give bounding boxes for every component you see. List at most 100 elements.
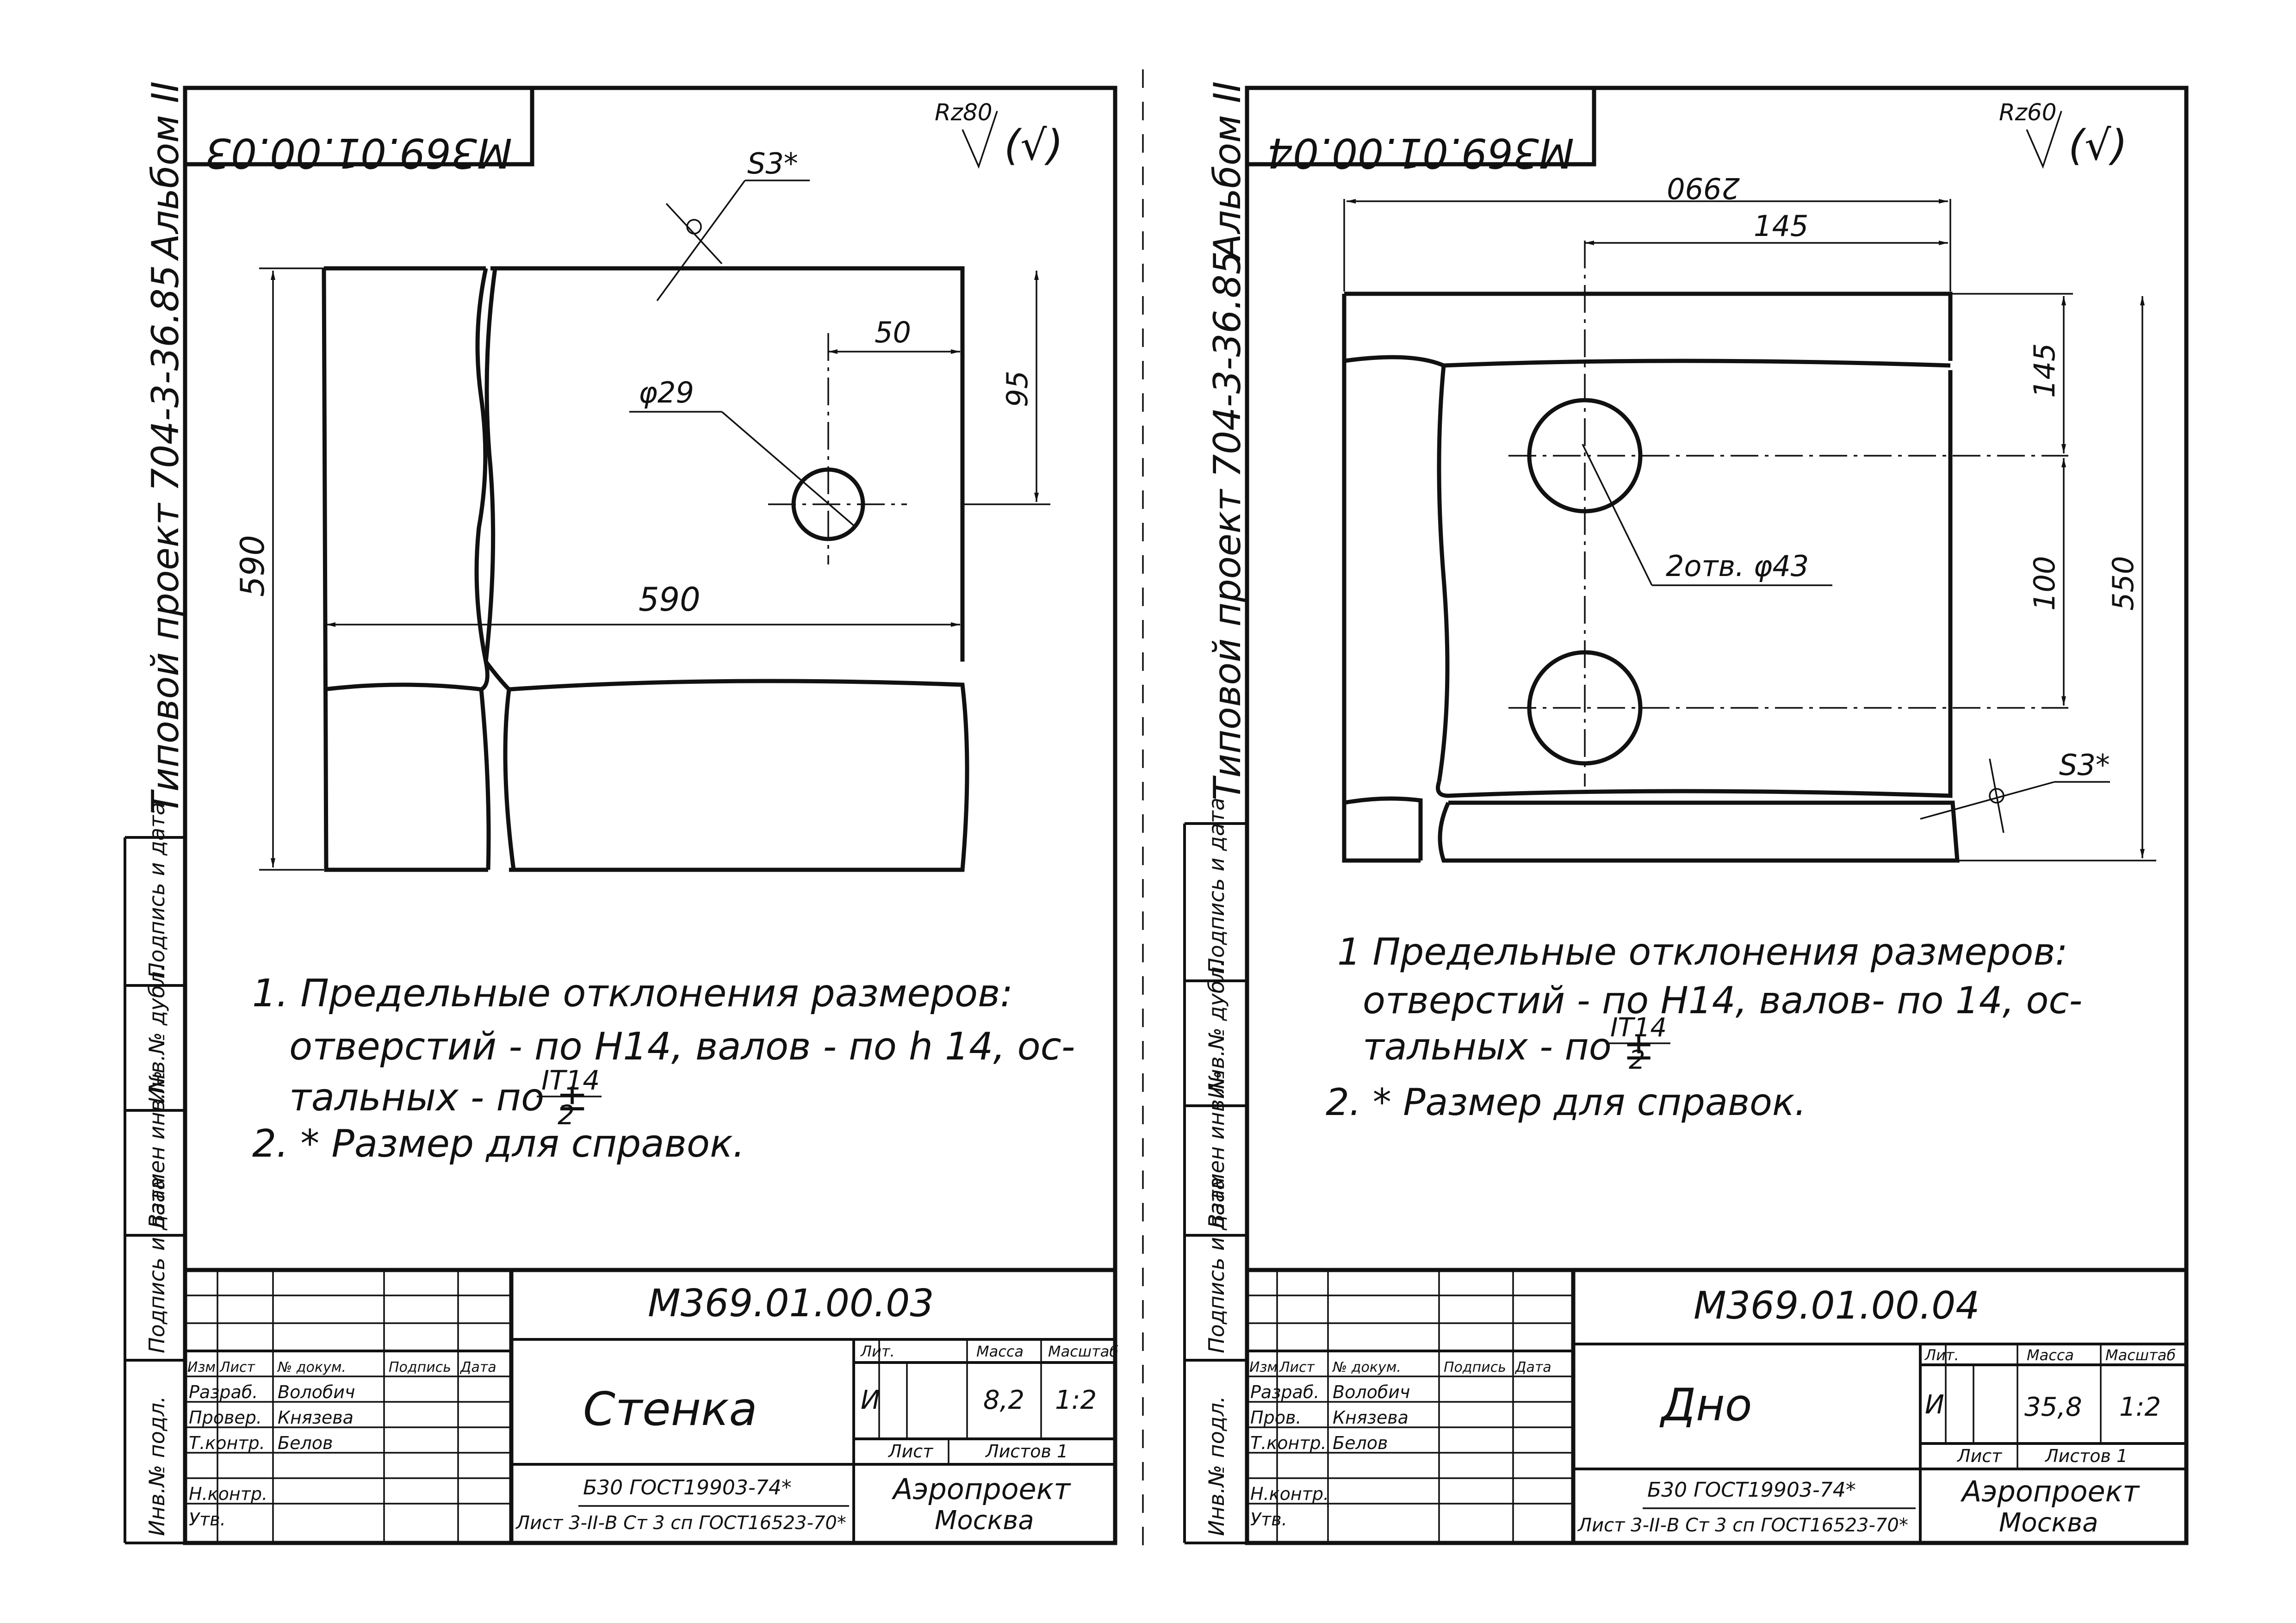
left-dim-s3: S3* [747, 147, 798, 180]
left-dim-height: 590 [234, 535, 272, 597]
left-note-1: 1. Предельные отклонения размеров: [252, 972, 1013, 1016]
left-tb-code: М369.01.00.03 [648, 1282, 934, 1326]
right-dim-145-side: 145 [2028, 343, 2061, 398]
left-note-frac-num: IT14 [541, 1065, 600, 1096]
left-tb-h2: Лист [219, 1359, 256, 1375]
right-tb-h1: Изм [1249, 1359, 1278, 1375]
right-tb-material-bottom: Лист 3-II-В Ст 3 сп ГОСТ16523-70* [1577, 1515, 1908, 1536]
left-side-label-4: Инв.№ дубл. [144, 965, 169, 1103]
right-note-3: тальных - по ± [1363, 1025, 1654, 1068]
left-album-label: Альбом II [144, 81, 187, 261]
left-tb-role-3: Т.контр. [189, 1433, 265, 1453]
left-tb-scale-label: Масштаб [1048, 1343, 1118, 1360]
right-tb-code: М369.01.00.04 [1694, 1284, 1980, 1328]
left-project-label: Типовой проект 704-3-36.85 [144, 265, 187, 814]
left-tb-org: Аэропроект [891, 1472, 1071, 1506]
left-side-label-5: Подпись и дата [144, 802, 169, 979]
left-tb-scale: 1:2 [1055, 1385, 1097, 1415]
right-side-label-2: Подпись и дата [1204, 1177, 1229, 1353]
left-tb-h1: Изм [187, 1359, 216, 1375]
left-tb-name: Стенка [583, 1382, 757, 1436]
left-dim-hole: φ29 [639, 376, 694, 409]
right-note-frac-num: IT14 [1610, 1013, 1667, 1043]
right-tb-city: Москва [1999, 1508, 2098, 1538]
left-tb-city: Москва [935, 1505, 1034, 1536]
right-tb-material-top: Б30 ГОСТ19903-74* [1647, 1478, 1856, 1502]
left-sheet: Инв.№ подл. Подпись и дата Взамен инв.№ … [124, 81, 1118, 1545]
right-roughness: Rz60 [1999, 99, 2057, 126]
right-tb-role-4: Н.контр. [1250, 1484, 1329, 1504]
left-tb-mass: 8,2 [983, 1385, 1024, 1415]
left-tb-role-4: Н.контр. [189, 1484, 267, 1504]
right-sheet: Инв.№ подл. Подпись и дата Взамен инв.№ … [1183, 81, 2189, 1545]
left-note-3: тальных - по ± [289, 1076, 588, 1120]
left-tb-name-2: Князева [278, 1407, 354, 1428]
left-tb-mass-label: Масса [976, 1343, 1024, 1360]
right-roughness-paren: (√) [2068, 121, 2128, 170]
right-dim-100: 100 [2028, 556, 2061, 611]
right-tb-lit-label: Лит. [1924, 1346, 1959, 1364]
right-tb-sheets-label: Листов 1 [2044, 1446, 2128, 1466]
right-project-label: Типовой проект 704-3-36.85 [1206, 251, 1249, 800]
right-tb-lit: И [1925, 1390, 1944, 1420]
left-part-outline [322, 266, 969, 872]
left-note-2: отверстий - по Н14, валов - по h 14, ос- [289, 1025, 1075, 1069]
right-note-frac-den: 2 [1629, 1045, 1645, 1075]
right-tb-scale-label: Масштаб [2105, 1346, 2176, 1364]
left-tb-h5: Дата [459, 1359, 496, 1375]
right-note-2: отверстий - по Н14, валов- по 14, ос- [1363, 979, 2082, 1022]
right-note-1: 1 Предельные отклонения размеров: [1337, 930, 2067, 973]
right-tb-role-5: Утв. [1250, 1509, 1287, 1530]
right-title-block: Изм Лист № докум. Подпись Дата Разраб. В… [1247, 1268, 2186, 1543]
right-side-label-3: Взамен инв.№ [1204, 1071, 1229, 1228]
right-part-outline [1342, 291, 1960, 863]
right-dim-holes: 2отв. φ43 [1666, 549, 1809, 583]
left-tb-sheet-label: Лист [887, 1441, 934, 1462]
left-tb-h3: № докум. [277, 1359, 346, 1375]
right-side-label-1: Инв.№ подл. [1204, 1396, 1229, 1536]
left-dim-50: 50 [875, 316, 911, 349]
right-dim-s3: S3* [2059, 748, 2110, 782]
right-tb-h3: № докум. [1332, 1359, 1401, 1375]
right-tb-role-2: Пров. [1250, 1407, 1301, 1428]
left-dim-95: 95 [1000, 371, 1034, 407]
right-tb-mass: 35,8 [2024, 1392, 2082, 1422]
right-tb-org: Аэропроект [1960, 1474, 2140, 1508]
right-side-label-4: Инв.№ дубл. [1204, 960, 1229, 1099]
left-mirrored-code: М369.01.00.03 [205, 129, 512, 177]
right-tb-h5: Дата [1514, 1359, 1551, 1375]
left-tb-role-1: Разраб. [189, 1382, 258, 1402]
right-tb-role-3: Т.контр. [1250, 1433, 1327, 1453]
left-tb-role-2: Провер. [189, 1407, 262, 1428]
right-album-label: Альбом II [1206, 81, 1249, 261]
left-tb-material-top: Б30 ГОСТ19903-74* [583, 1476, 792, 1499]
left-note-frac-den: 2 [558, 1099, 575, 1131]
left-frame [183, 86, 1117, 1545]
left-side-label-2: Подпись и дата [144, 1177, 169, 1353]
right-dim-145-top: 145 [1754, 209, 1808, 243]
left-note-4: 2. * Размер для справок. [252, 1122, 745, 1166]
right-mirrored-code: М369.01.00.04 [1267, 129, 1574, 177]
right-tb-name: Дно [1659, 1379, 1752, 1431]
left-tb-material-bottom: Лист 3-II-В Ст 3 сп ГОСТ16523-70* [515, 1512, 846, 1534]
left-roughness: Rz80 [935, 99, 993, 126]
left-tb-h4: Подпись [389, 1359, 451, 1375]
right-dim-overall-w: 2990 [1667, 171, 1740, 205]
right-tb-scale: 1:2 [2119, 1392, 2161, 1422]
right-frame [1245, 86, 2189, 1545]
right-note-4: 2. * Размер для справок. [1326, 1081, 1806, 1124]
left-tb-name-1: Волобич [278, 1382, 355, 1402]
left-tb-lit-label: Лит. [860, 1343, 895, 1360]
left-tb-name-3: Белов [278, 1433, 333, 1453]
left-roughness-paren: (√) [1004, 121, 1063, 170]
right-tb-name-3: Белов [1333, 1433, 1388, 1453]
left-tb-sheets-label: Листов 1 [985, 1441, 1068, 1462]
right-dim-overall-h: 550 [2106, 556, 2140, 611]
right-tb-role-1: Разраб. [1250, 1382, 1319, 1402]
left-title-block: Изм Лист № докум. Подпись Дата Разраб. В… [185, 1268, 1118, 1543]
left-tb-role-5: Утв. [189, 1509, 226, 1530]
left-tb-lit: И [861, 1385, 880, 1415]
right-tb-h2: Лист [1279, 1359, 1316, 1375]
left-side-label-1: Инв.№ подл. [144, 1396, 169, 1536]
right-tb-h4: Подпись [1444, 1359, 1506, 1375]
